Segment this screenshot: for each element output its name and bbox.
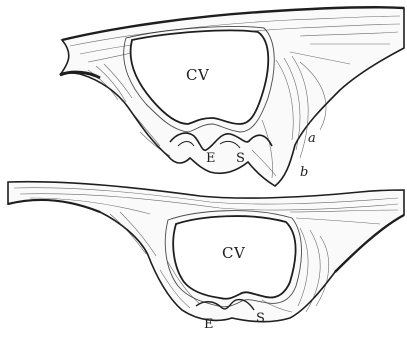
panel-a-right-fold-label: S <box>236 151 245 166</box>
panel-b: CV E S b <box>8 165 404 332</box>
panel-a-cavity-label: CV <box>186 66 210 84</box>
panel-b-right-fold-label: S <box>256 311 265 326</box>
panel-a-panel-label: a <box>308 131 316 146</box>
panel-a: CV E S a <box>60 7 404 186</box>
panel-b-cavity-label: CV <box>222 244 246 262</box>
panel-b-panel-label: b <box>300 165 308 180</box>
panel-b-left-fold-label: E <box>204 317 214 332</box>
panel-a-left-fold-label: E <box>206 151 216 166</box>
